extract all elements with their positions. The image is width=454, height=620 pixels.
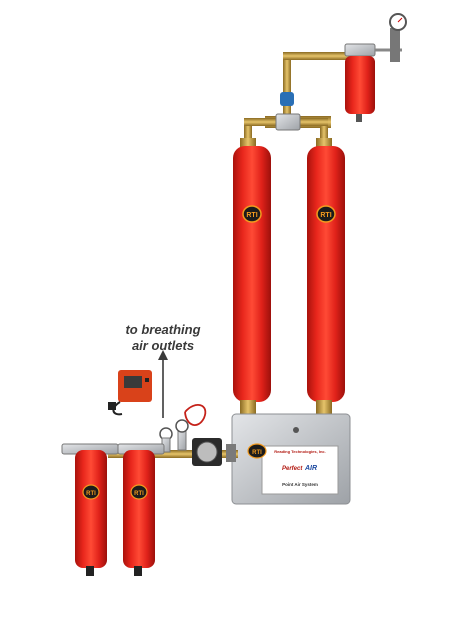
rti-logo: RTI (134, 491, 144, 497)
right-lower-filter: RTI (117, 443, 165, 576)
annotation-label: to breathing air outlets (118, 322, 208, 354)
annotation-line-2: air outlets (131, 338, 195, 353)
svg-text:RTI: RTI (252, 450, 262, 456)
rti-logo: RTI (86, 491, 96, 497)
outlet-arrow (158, 350, 168, 418)
svg-text:Perfect: Perfect (282, 466, 303, 472)
annotation-line-1: to breathing (125, 322, 201, 337)
gauge-icon (175, 419, 189, 433)
svg-text:Reading Technologies, Inc.: Reading Technologies, Inc. (274, 449, 326, 454)
rti-logo: RTI (316, 205, 336, 223)
left-tank (233, 138, 271, 414)
svg-text:RTI: RTI (320, 212, 331, 219)
right-tank (307, 138, 345, 414)
svg-text:AIR: AIR (304, 465, 317, 472)
left-lower-filter: RTI (61, 443, 119, 576)
control-box: RTI Reading Technologies, Inc. Perfect A… (231, 413, 351, 505)
co-monitor (108, 370, 152, 416)
svg-text:RTI: RTI (246, 212, 257, 219)
top-piping (244, 52, 351, 148)
svg-text:Point Air System: Point Air System (282, 482, 318, 487)
upper-filter (344, 13, 407, 122)
rti-logo: RTI (242, 205, 262, 223)
